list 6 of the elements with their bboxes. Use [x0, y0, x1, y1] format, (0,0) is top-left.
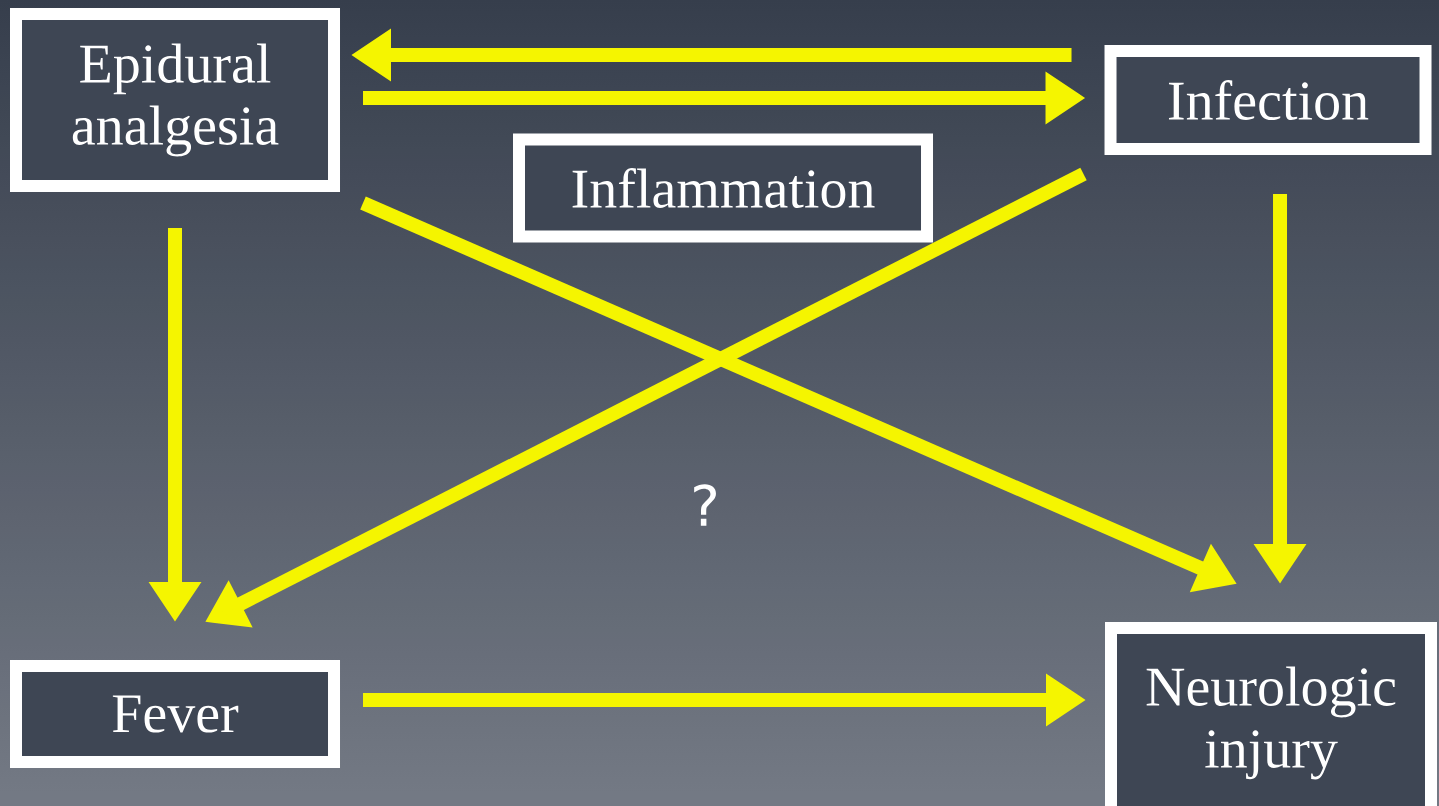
concept-box: Fever [10, 660, 340, 768]
concept-box: Epidural analgesia [10, 8, 340, 192]
question-mark: ? [694, 484, 716, 526]
concept-box: Inflammation [513, 133, 933, 243]
concept-box: Infection [1104, 45, 1432, 155]
concept-box: Neurologic injury [1105, 622, 1437, 806]
